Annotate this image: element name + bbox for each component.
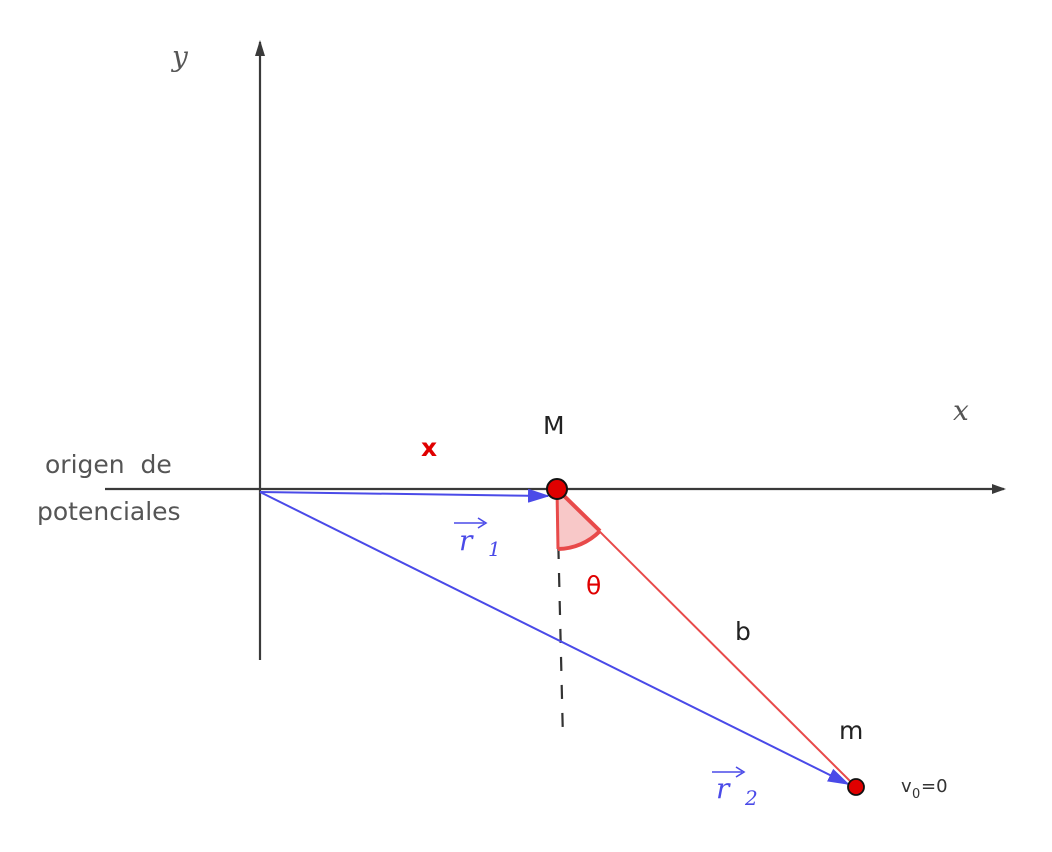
mass-M-label: M: [543, 411, 565, 440]
y-axis-label: y: [170, 40, 189, 73]
initial-velocity-value: =0: [921, 776, 948, 797]
vector-r2-label-sub: 2: [744, 786, 758, 810]
angle-sector: [557, 489, 600, 549]
origin-label-line2: potenciales: [37, 497, 181, 526]
vector-r1: [259, 488, 550, 503]
vector-r2-label: r 2: [712, 766, 758, 810]
x-axis-label: x: [953, 394, 969, 427]
vector-r2: [259, 491, 850, 785]
mass-M-point: [546, 478, 568, 500]
initial-velocity-base: v: [901, 776, 912, 797]
vector-r2-label-base: r: [716, 772, 731, 805]
angle-theta-label: θ: [586, 571, 601, 600]
origin-label-line1: origen de: [45, 450, 172, 479]
angle-arc: [557, 529, 602, 551]
initial-velocity-label: v 0 =0: [901, 776, 948, 802]
distance-x-label: x: [421, 433, 437, 462]
vector-r1-label-base: r: [459, 524, 474, 557]
vector-r1-label-arrow-head: [477, 517, 488, 529]
vector-r1-label-sub: 1: [488, 537, 501, 561]
mass-m-point: [847, 778, 865, 796]
mass-m-label: m: [839, 716, 863, 745]
vector-r1-label: r 1: [454, 517, 501, 561]
vector-r2-label-arrow-head: [735, 766, 746, 778]
pendulum-string: [556, 488, 857, 788]
initial-velocity-sub: 0: [912, 787, 920, 802]
length-b-label: b: [735, 617, 751, 646]
